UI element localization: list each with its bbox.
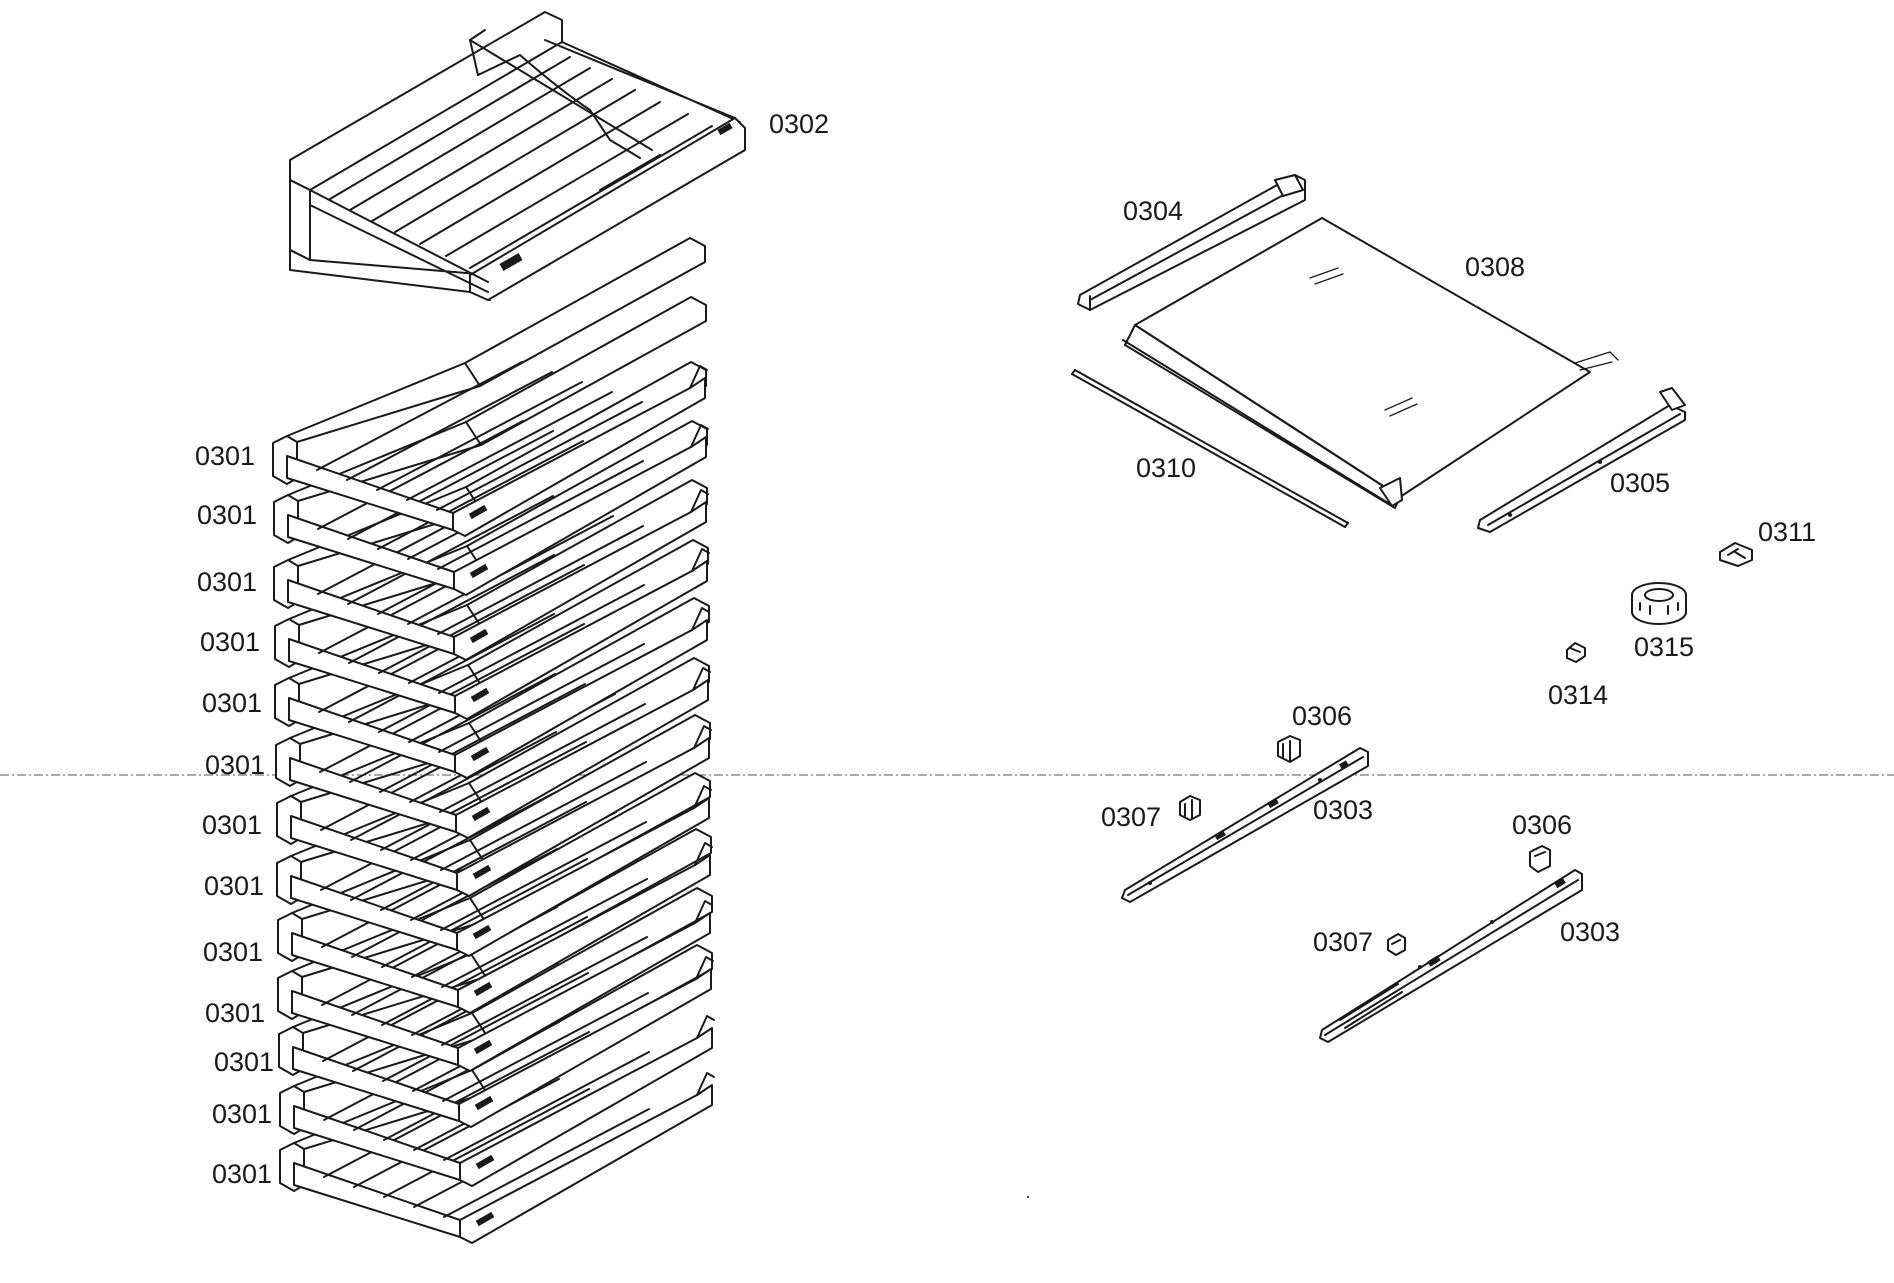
label-shelf-rack: 0301	[200, 627, 261, 657]
lower-rail-drawing	[1319, 869, 1583, 1043]
label-rod: 0310	[1136, 453, 1197, 483]
label-lower-rail: 0303	[1560, 917, 1621, 947]
label-lower-clip-0306: 0306	[1512, 810, 1573, 840]
label-glass-plate: 0308	[1465, 252, 1526, 282]
label-upper-clip-0307: 0307	[1101, 802, 1162, 832]
label-shelf-rack: 0301	[202, 688, 263, 718]
label-shelf-rack: 0301	[197, 567, 258, 597]
label-shelf-rack: 0301	[214, 1047, 275, 1077]
top-shelf-drawing	[289, 11, 746, 301]
shelf-rack-drawing	[274, 420, 710, 720]
front-trim-drawing	[1077, 174, 1306, 311]
label-upper-rail: 0303	[1313, 795, 1374, 825]
label-shelf-rack: 0301	[212, 1159, 273, 1189]
shelf-rack-drawing	[273, 296, 709, 596]
label-top-shelf: 0302	[769, 109, 830, 139]
shelf-rack-drawing	[273, 361, 709, 661]
hinge-clip-drawing	[1719, 542, 1753, 567]
label-shelf-rack: 0301	[205, 750, 266, 780]
lower-clip-0307-drawing	[1387, 933, 1406, 956]
rear-trim-drawing	[1477, 387, 1686, 533]
label-front-trim: 0304	[1123, 196, 1184, 226]
label-shelf-rack: 0301	[212, 1099, 273, 1129]
round-light-drawing	[1631, 582, 1687, 625]
upper-clip-0306-drawing	[1277, 735, 1301, 763]
label-upper-clip-0306: 0306	[1292, 701, 1353, 731]
shelf-rack-drawing	[277, 714, 713, 1014]
shelf-stack-drawing	[272, 237, 715, 1244]
label-shelf-rack: 0301	[195, 441, 256, 471]
shelf-rack-drawing	[272, 237, 708, 537]
upper-clip-0307-drawing	[1179, 795, 1201, 821]
label-lower-clip-0307: 0307	[1313, 927, 1374, 957]
label-switch: 0314	[1548, 680, 1609, 710]
label-round-light: 0315	[1634, 632, 1695, 662]
upper-rail-drawing	[1121, 747, 1369, 903]
label-shelf-rack: 0301	[203, 937, 264, 967]
lower-clip-0306-drawing	[1529, 845, 1551, 873]
glass-plate-drawing	[1122, 217, 1619, 509]
label-shelf-rack: 0301	[202, 810, 263, 840]
shelf-rack-drawing	[279, 887, 715, 1187]
label-shelf-rack: 0301	[197, 500, 258, 530]
rod-drawing	[1071, 369, 1349, 528]
label-shelf-rack: 0301	[205, 998, 266, 1028]
switch-drawing	[1566, 642, 1586, 663]
label-rear-trim: 0305	[1610, 468, 1671, 498]
label-shelf-rack: 0301	[204, 871, 265, 901]
label-hinge-clip: 0311	[1758, 517, 1817, 547]
